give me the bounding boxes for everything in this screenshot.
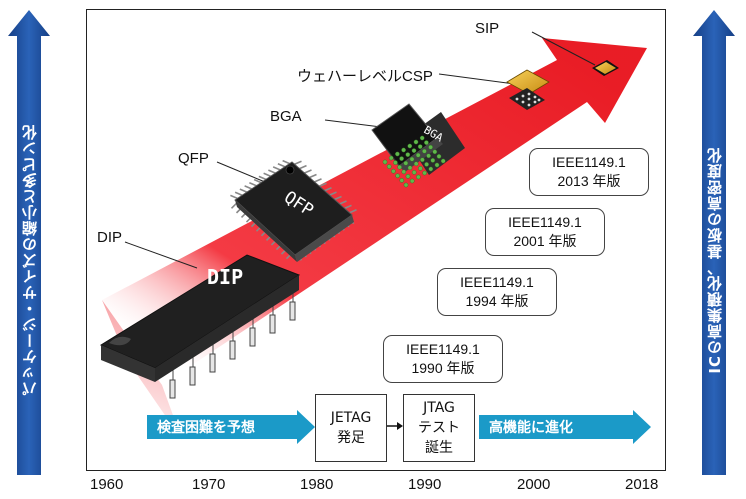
year-1960: 1960	[90, 476, 124, 493]
bga-label: BGA	[270, 108, 302, 125]
jetag-box-line1: JETAG	[330, 410, 372, 426]
qfp-label: QFP	[178, 150, 209, 167]
jtag-box-line1: JTAG	[423, 400, 455, 416]
standard-name: IEEE1149.1	[460, 274, 534, 290]
year-1990: 1990	[408, 476, 442, 493]
year-1980: 1980	[300, 476, 334, 493]
sip-label: SIP	[475, 20, 500, 37]
standard-version: 2001 年版	[513, 233, 577, 249]
year-2000: 2000	[517, 476, 551, 493]
box-connector-arrow	[387, 422, 403, 430]
qfp-chip	[230, 159, 357, 262]
standard-1990: IEEE1149.1 1990 年版	[383, 335, 503, 383]
standard-name: IEEE1149.1	[508, 214, 582, 230]
timeline-arrow-left-label: 検査困難を予想	[157, 420, 255, 436]
bga-chip	[371, 103, 465, 188]
dip-chip-label: DIP	[207, 265, 243, 289]
package-evolution-illustration: BGA QFP DIP	[99, 31, 647, 440]
year-1970: 1970	[192, 476, 226, 493]
year-2018: 2018	[625, 476, 659, 493]
sip-chip	[592, 60, 619, 76]
right-axis-arrow: ICの高集積化、基板の高密度化	[693, 10, 735, 475]
jtag-box-line3: 誕生	[425, 440, 453, 456]
standard-version: 1994 年版	[465, 293, 529, 309]
left-axis-arrow: パッケージ・サイズの縮小と多ピン化	[8, 10, 50, 475]
dip-label: DIP	[97, 229, 123, 246]
jetag-box: JETAG 発足	[315, 394, 387, 462]
timeline-arrow-right: 高機能に進化	[479, 410, 651, 444]
standard-name: IEEE1149.1	[552, 154, 626, 170]
standard-name: IEEE1149.1	[406, 341, 480, 357]
jetag-box-line2: 発足	[337, 430, 365, 446]
jtag-box: JTAG テスト 誕生	[403, 394, 475, 462]
standard-1994: IEEE1149.1 1994 年版	[437, 268, 557, 316]
diagram-panel: BGA QFP DIP SIP ウェハーレベルCSP BGA QFP DIP I…	[86, 9, 666, 471]
wlcsp-chip	[506, 69, 550, 110]
dip-chip	[99, 254, 301, 399]
timeline-arrow-right-label: 高機能に進化	[489, 420, 573, 436]
jtag-box-line2: テスト	[418, 420, 460, 436]
wlcsp-label: ウェハーレベルCSP	[297, 68, 433, 85]
left-axis-label: パッケージ・サイズの縮小と多ピン化	[20, 124, 39, 396]
standard-2013: IEEE1149.1 2013 年版	[529, 148, 649, 196]
standard-2001: IEEE1149.1 2001 年版	[485, 208, 605, 256]
standard-version: 1990 年版	[411, 360, 475, 376]
timeline-arrow-left: 検査困難を予想	[147, 410, 315, 444]
standard-version: 2013 年版	[557, 173, 621, 189]
right-axis-label: ICの高集積化、基板の高密度化	[705, 146, 724, 374]
